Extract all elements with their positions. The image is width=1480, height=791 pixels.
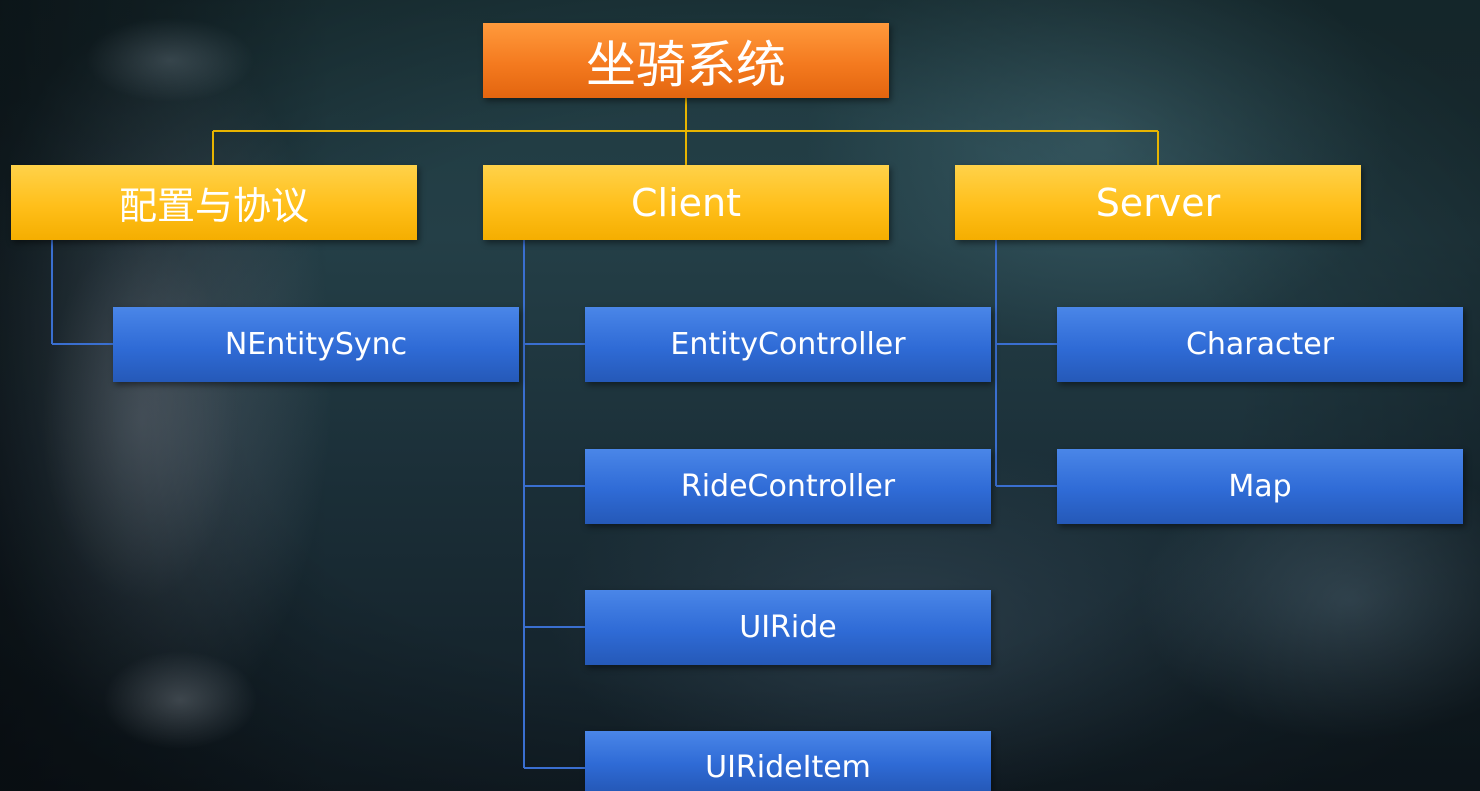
node-uirideitem: UIRideItem [585, 731, 991, 791]
category-config-protocol: 配置与协议 [11, 165, 417, 240]
node-nentitysync: NEntitySync [113, 307, 519, 382]
node-uiride: UIRide [585, 590, 991, 665]
node-entitycontroller: EntityController [585, 307, 991, 382]
node-character: Character [1057, 307, 1463, 382]
node-ridecontroller: RideController [585, 449, 991, 524]
node-map: Map [1057, 449, 1463, 524]
category-server: Server [955, 165, 1361, 240]
category-client: Client [483, 165, 889, 240]
root-node: 坐骑系统 [483, 23, 889, 98]
